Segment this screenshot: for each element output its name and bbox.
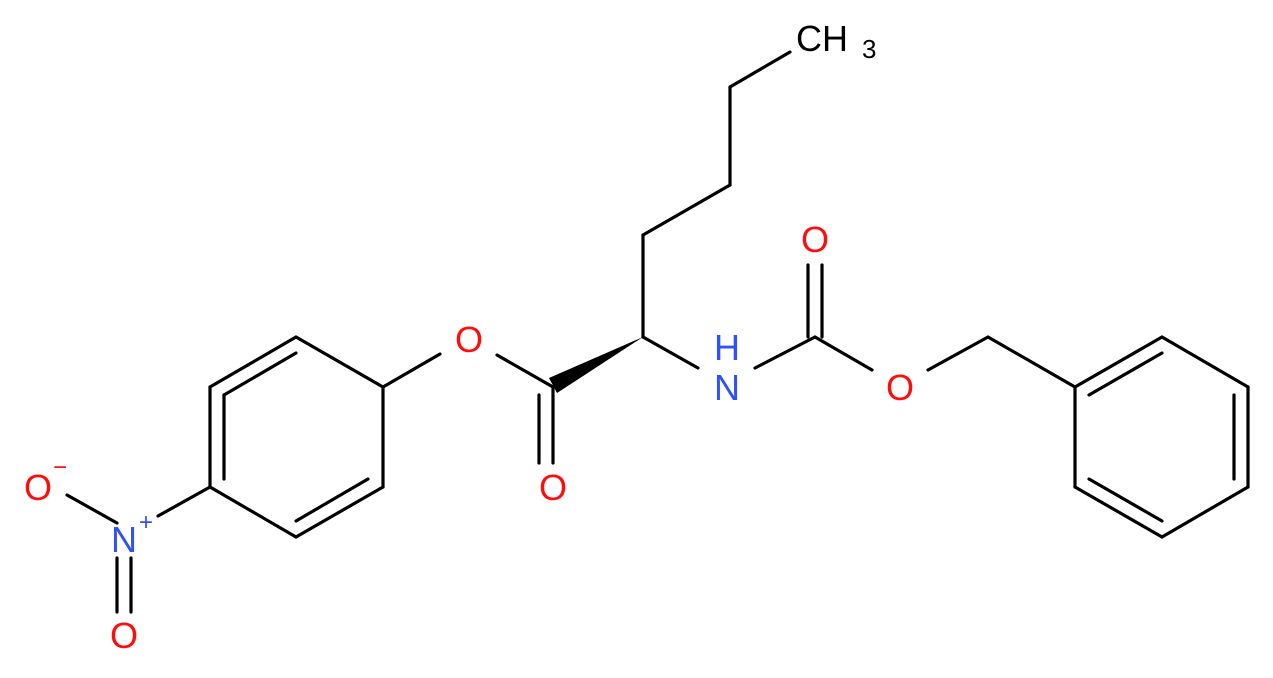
wedge-bond: [549, 337, 643, 393]
bond-c1-c2: [641, 183, 732, 237]
bond-carbamate-c-o: [813, 335, 874, 372]
bond-ring-f: [208, 335, 298, 389]
bond-calpha-n: [641, 335, 700, 370]
bond-ring-c: [294, 485, 385, 539]
bond-ring-d: [208, 485, 298, 539]
bond-ph-inner-3: [1087, 477, 1164, 523]
nitro-nitrogen-charge: +: [139, 509, 153, 536]
bond-c3-ch3: [728, 50, 792, 89]
ester-oxygen-label: O: [455, 319, 483, 360]
bond-ring-ester-o: [381, 352, 442, 389]
nitro-oxygen-minus-label: O: [24, 467, 52, 508]
bond-ring-inner-2: [294, 477, 370, 523]
bond-ring-a: [294, 335, 385, 389]
bond-ring-nitro-n: [156, 485, 212, 518]
ch3-subscript: 3: [862, 34, 876, 64]
bond-o-ch2: [926, 335, 990, 372]
nitro-oxygen-charge: −: [53, 454, 67, 481]
bond-nitro-o-minus: [65, 493, 119, 525]
amide-nitrogen-label: N: [714, 367, 740, 408]
nitro-nitrogen-label: N: [111, 519, 137, 560]
bond-ring-inner-1: [222, 351, 298, 397]
bond-ph-d: [1160, 485, 1250, 539]
bond-ph-e: [1073, 485, 1164, 539]
bond-n-carbamate-c: [753, 335, 817, 370]
bond-ch2-phenyl: [986, 335, 1077, 389]
carbonyl-oxygen-label: O: [539, 467, 567, 508]
bond-ester-o-carbonyl: [495, 353, 555, 389]
carbamate-oxygen-label: O: [886, 367, 914, 408]
amide-hydrogen-label: H: [714, 327, 740, 368]
bond-ph-a: [1073, 335, 1164, 389]
bonds: [65, 50, 1250, 614]
ch3-label: CH: [796, 18, 848, 59]
carbamate-carbonyl-oxygen-label: O: [801, 219, 829, 260]
bond-ph-b: [1160, 335, 1250, 389]
nitro-oxygen-double-label: O: [110, 615, 138, 656]
bond-ph-inner-1: [1087, 351, 1164, 397]
